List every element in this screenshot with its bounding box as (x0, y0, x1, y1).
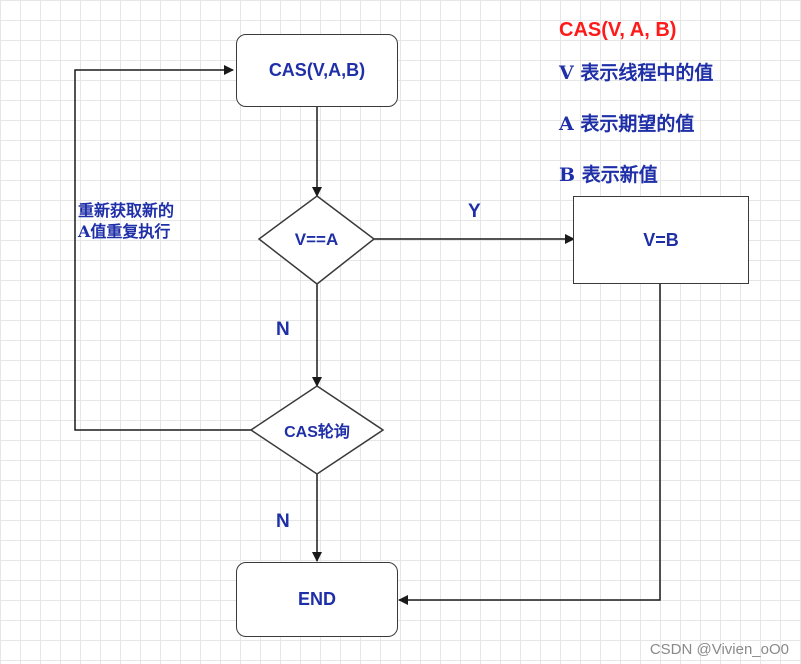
node-cas: CAS(V,A,B) (236, 34, 398, 107)
node-end-label: END (297, 589, 336, 609)
edge-label-no-1: N (276, 319, 290, 340)
legend-item-v: V 表示线程中的值 (559, 58, 713, 85)
edge-label-yes: Y (468, 201, 481, 222)
legend-item-b-text: 表示新值 (581, 164, 658, 186)
watermark: CSDN @Vivien_oO0 (649, 641, 789, 658)
node-end: END (236, 562, 398, 637)
node-assign: V=B (573, 196, 749, 284)
retry-label-line2: A值重复执行 (78, 222, 171, 241)
legend-item-v-text: 表示线程中的值 (580, 62, 714, 84)
decision-poll-shape (249, 385, 385, 475)
legend-item-a-text: 表示期望的值 (580, 113, 695, 135)
node-assign-label: V=B (643, 229, 679, 250)
retry-label: 重新获取新的 A值重复执行 (78, 200, 174, 242)
node-compare-label: V==A (294, 230, 339, 249)
legend-item-b: B 表示新值 (559, 160, 658, 187)
edge-label-no-2: N (276, 511, 290, 532)
legend-title: CAS(V, A, B) (559, 19, 677, 41)
legend-item-v-key: V (559, 62, 574, 84)
legend-item-b-key: B (559, 164, 576, 186)
edge-poll-retry-to-cas (74, 65, 251, 431)
retry-label-line1: 重新获取新的 (78, 201, 175, 220)
edge-assign-to-end (398, 284, 661, 605)
node-compare: V==A (259, 196, 374, 284)
legend-item-a: A 表示期望的值 (559, 109, 694, 136)
node-poll: CAS轮询 (251, 386, 383, 474)
decision-compare-shape (257, 195, 376, 285)
node-poll-label: CAS轮询 (284, 424, 350, 441)
node-cas-label: CAS(V,A,B) (268, 60, 366, 80)
legend-item-a-key: A (559, 113, 574, 135)
